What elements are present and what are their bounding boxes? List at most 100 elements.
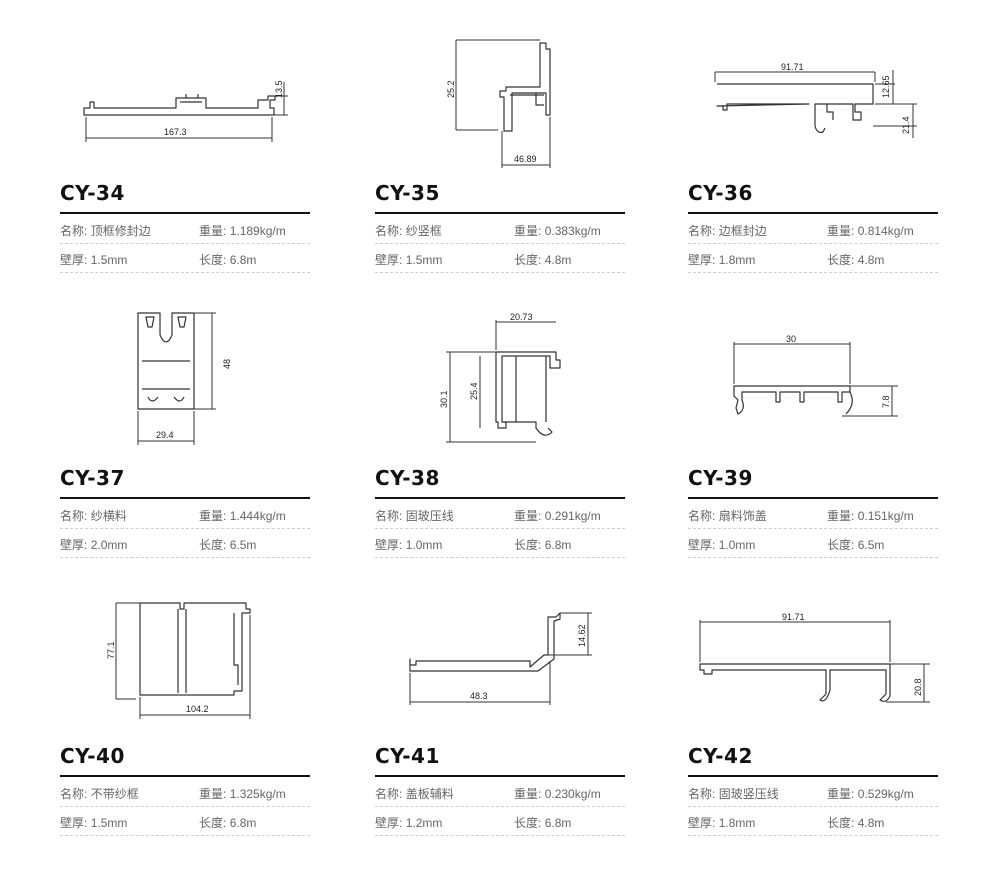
- spec-wall: 壁厚: 1.5mm: [60, 253, 128, 267]
- spec-row: 名称: 扇料饰盖 重量: 0.151kg/m: [688, 499, 938, 529]
- model-code: CY-38: [375, 466, 440, 490]
- spec-weight: 重量: 1.189kg/m: [199, 224, 286, 238]
- spec-row: 壁厚: 1.2mm 长度: 6.8m: [375, 806, 625, 836]
- spec-row: 名称: 顶框修封边 重量: 1.189kg/m: [60, 214, 310, 244]
- profile-drawing-cy41: 14.62 48.3: [400, 605, 600, 715]
- spec-wall: 壁厚: 1.5mm: [375, 253, 443, 267]
- spec-weight: 重量: 0.529kg/m: [827, 787, 914, 801]
- spec-row: 壁厚: 1.5mm 长度: 6.8m: [60, 806, 310, 836]
- model-code: CY-41: [375, 744, 440, 768]
- spec-row: 名称: 固玻竖压线 重量: 0.529kg/m: [688, 777, 938, 807]
- dim-label: 13.5: [274, 80, 284, 98]
- dim-label: 25.4: [469, 382, 479, 400]
- dim-label: 104.2: [186, 704, 209, 714]
- spec-length: 长度: 6.8m: [514, 816, 572, 830]
- profile-drawing-cy39: 30 7.8: [720, 330, 910, 430]
- spec-weight: 重量: 1.444kg/m: [199, 509, 286, 523]
- spec-name: 名称: 不带纱框: [60, 787, 139, 801]
- divider: [688, 497, 938, 499]
- spec-wall: 壁厚: 1.8mm: [688, 816, 756, 830]
- model-code: CY-34: [60, 181, 125, 205]
- spec-name: 名称: 顶框修封边: [60, 224, 151, 238]
- spec-row: 壁厚: 1.8mm 长度: 4.8m: [688, 806, 938, 836]
- dim-label: 30.1: [439, 390, 449, 408]
- spec-name: 名称: 扇料饰盖: [688, 509, 767, 523]
- profile-drawing-cy40: 77.1 104.2: [100, 595, 280, 725]
- divider: [375, 212, 625, 214]
- divider: [688, 212, 938, 214]
- profile-drawing-cy35: 25.2 46.89: [440, 35, 560, 175]
- spec-length: 长度: 6.8m: [199, 816, 257, 830]
- dim-label: 21.4: [901, 116, 911, 134]
- spec-weight: 重量: 0.230kg/m: [514, 787, 601, 801]
- dim-label: 48: [222, 359, 232, 369]
- spec-wall: 壁厚: 1.0mm: [688, 538, 756, 552]
- model-code: CY-36: [688, 181, 753, 205]
- spec-row: 壁厚: 1.0mm 长度: 6.8m: [375, 528, 625, 558]
- spec-length: 长度: 6.8m: [514, 538, 572, 552]
- model-code: CY-40: [60, 744, 125, 768]
- profile-drawing-cy42: 91.71 20.8: [690, 610, 940, 715]
- dim-label: 14.62: [577, 624, 587, 647]
- profile-drawing-cy38: 20.73 30.1 25.4: [436, 310, 576, 450]
- spec-length: 长度: 4.8m: [827, 816, 885, 830]
- spec-row: 名称: 不带纱框 重量: 1.325kg/m: [60, 777, 310, 807]
- spec-length: 长度: 6.5m: [827, 538, 885, 552]
- spec-length: 长度: 6.5m: [199, 538, 257, 552]
- divider: [375, 497, 625, 499]
- spec-row: 名称: 纱横料 重量: 1.444kg/m: [60, 499, 310, 529]
- model-code: CY-39: [688, 466, 753, 490]
- spec-wall: 壁厚: 1.0mm: [375, 538, 443, 552]
- spec-row: 壁厚: 1.5mm 长度: 6.8m: [60, 243, 310, 273]
- profile-drawing-cy36: 91.71 12.65 21.4: [705, 60, 925, 150]
- spec-row: 名称: 边框封边 重量: 0.814kg/m: [688, 214, 938, 244]
- spec-weight: 重量: 0.383kg/m: [514, 224, 601, 238]
- dim-label: 29.4: [156, 430, 174, 440]
- spec-row: 壁厚: 1.5mm 长度: 4.8m: [375, 243, 625, 273]
- spec-name: 名称: 固玻竖压线: [688, 787, 779, 801]
- dim-label: 77.1: [106, 641, 116, 659]
- divider: [60, 212, 310, 214]
- dim-label: 25.2: [446, 80, 456, 98]
- spec-wall: 壁厚: 1.5mm: [60, 816, 128, 830]
- spec-name: 名称: 边框封边: [688, 224, 767, 238]
- spec-name: 名称: 纱横料: [60, 509, 127, 523]
- spec-length: 长度: 4.8m: [827, 253, 885, 267]
- spec-weight: 重量: 0.291kg/m: [514, 509, 601, 523]
- spec-wall: 壁厚: 2.0mm: [60, 538, 128, 552]
- dim-label: 91.71: [782, 612, 805, 622]
- profile-drawing-cy34: 167.3 13.5: [60, 60, 300, 150]
- spec-weight: 重量: 1.325kg/m: [199, 787, 286, 801]
- profile-drawing-cy37: 48 29.4: [130, 305, 250, 450]
- spec-wall: 壁厚: 1.8mm: [688, 253, 756, 267]
- model-code: CY-42: [688, 744, 753, 768]
- spec-weight: 重量: 0.814kg/m: [827, 224, 914, 238]
- divider: [375, 775, 625, 777]
- spec-row: 名称: 盖板辅料 重量: 0.230kg/m: [375, 777, 625, 807]
- spec-row: 名称: 固玻压线 重量: 0.291kg/m: [375, 499, 625, 529]
- dim-label: 20.73: [510, 312, 533, 322]
- spec-name: 名称: 纱竖框: [375, 224, 442, 238]
- spec-weight: 重量: 0.151kg/m: [827, 509, 914, 523]
- spec-row: 壁厚: 1.8mm 长度: 4.8m: [688, 243, 938, 273]
- spec-wall: 壁厚: 1.2mm: [375, 816, 443, 830]
- model-code: CY-37: [60, 466, 125, 490]
- spec-row: 壁厚: 2.0mm 长度: 6.5m: [60, 528, 310, 558]
- dim-label: 7.8: [881, 395, 891, 408]
- dim-label: 167.3: [164, 127, 187, 137]
- dim-label: 20.8: [913, 678, 923, 696]
- model-code: CY-35: [375, 181, 440, 205]
- spec-row: 名称: 纱竖框 重量: 0.383kg/m: [375, 214, 625, 244]
- dim-label: 30: [786, 334, 796, 344]
- spec-row: 壁厚: 1.0mm 长度: 6.5m: [688, 528, 938, 558]
- spec-name: 名称: 盖板辅料: [375, 787, 454, 801]
- divider: [60, 497, 310, 499]
- dim-label: 46.89: [514, 154, 537, 164]
- divider: [688, 775, 938, 777]
- spec-name: 名称: 固玻压线: [375, 509, 454, 523]
- dim-label: 48.3: [470, 691, 488, 701]
- spec-length: 长度: 6.8m: [199, 253, 257, 267]
- dim-label: 91.71: [781, 62, 804, 72]
- divider: [60, 775, 310, 777]
- dim-label: 12.65: [881, 75, 891, 98]
